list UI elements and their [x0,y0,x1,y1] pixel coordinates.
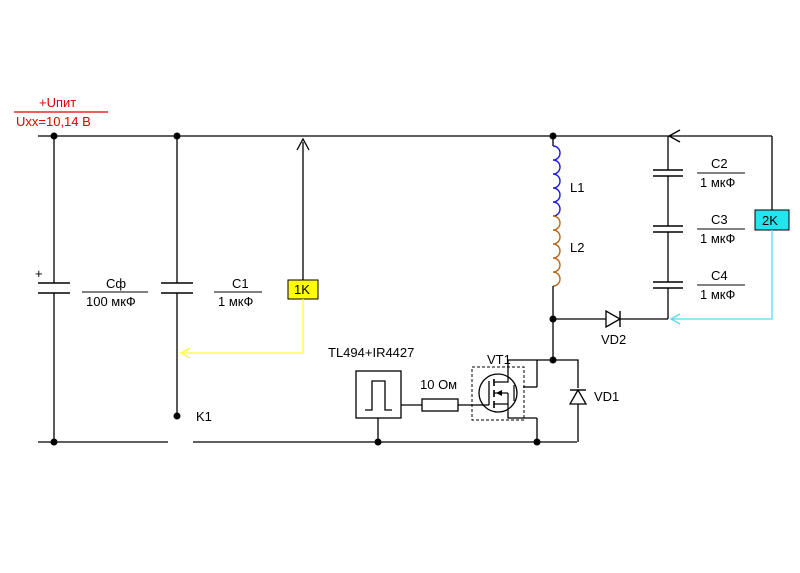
probe-1k-arrow-top [296,137,310,151]
junction-dot [50,438,58,446]
probe-2k-label: 2K [762,213,778,228]
junction-dot [549,132,557,140]
inductor-l2-coil [552,215,561,287]
c1-name: C1 [232,276,249,291]
inductor-l2-name: L2 [570,240,584,255]
driver-name: TL494+IR4427 [328,345,414,360]
c3-name: C3 [711,212,728,227]
c4-value: 1 мкФ [700,287,735,302]
c1-value: 1 мкФ [218,294,253,309]
cf-name: Сф [106,276,126,291]
vd1-name: VD1 [594,389,619,404]
c4-name: C4 [711,268,728,283]
mosfet-drain [494,374,509,383]
driver-box[interactable] [355,370,402,419]
mosfet-body-arrow [496,390,502,396]
probe-1k-label: 1K [294,282,310,297]
resistor-value: 10 Ом [420,377,457,392]
c2-name: C2 [711,156,728,171]
pulse-icon [365,380,392,411]
supply-label-top: +Uпит [39,95,76,110]
probe-2k-lead-arrow [669,313,681,325]
c3-value: 1 мкФ [700,231,735,246]
resistor-body [421,398,459,412]
vd2-name: VD2 [601,332,626,347]
cf-value: 100 мкФ [86,294,136,309]
junction-dot [374,438,382,446]
vd1-triangle [568,388,588,405]
junction-dot [173,412,181,420]
vt1-name: VT1 [487,352,511,367]
supply-label-bottom: Uxx=10,14 В [16,114,91,129]
junction-dot [173,132,181,140]
mosfet-drain-out [507,359,553,374]
cf-polarity: + [35,266,43,281]
mosfet-source-out [507,412,537,419]
probe-2k-arrow-top [667,129,681,143]
probe-1k-lead [182,299,304,354]
probe-1k-lead-arrow [179,347,191,359]
junction-dot [533,438,541,446]
junction-dot [549,315,557,323]
inductor-l1-coil [552,145,561,217]
k1-name: K1 [196,409,212,424]
inductor-l1-name: L1 [570,180,584,195]
probe-2k-lead [672,230,773,320]
vd2-triangle [605,309,622,329]
vt1-outline [471,366,525,421]
vd1-wire-top [553,359,579,388]
c2-value: 1 мкФ [700,175,735,190]
junction-dot [549,356,557,364]
junction-dot [50,132,58,140]
